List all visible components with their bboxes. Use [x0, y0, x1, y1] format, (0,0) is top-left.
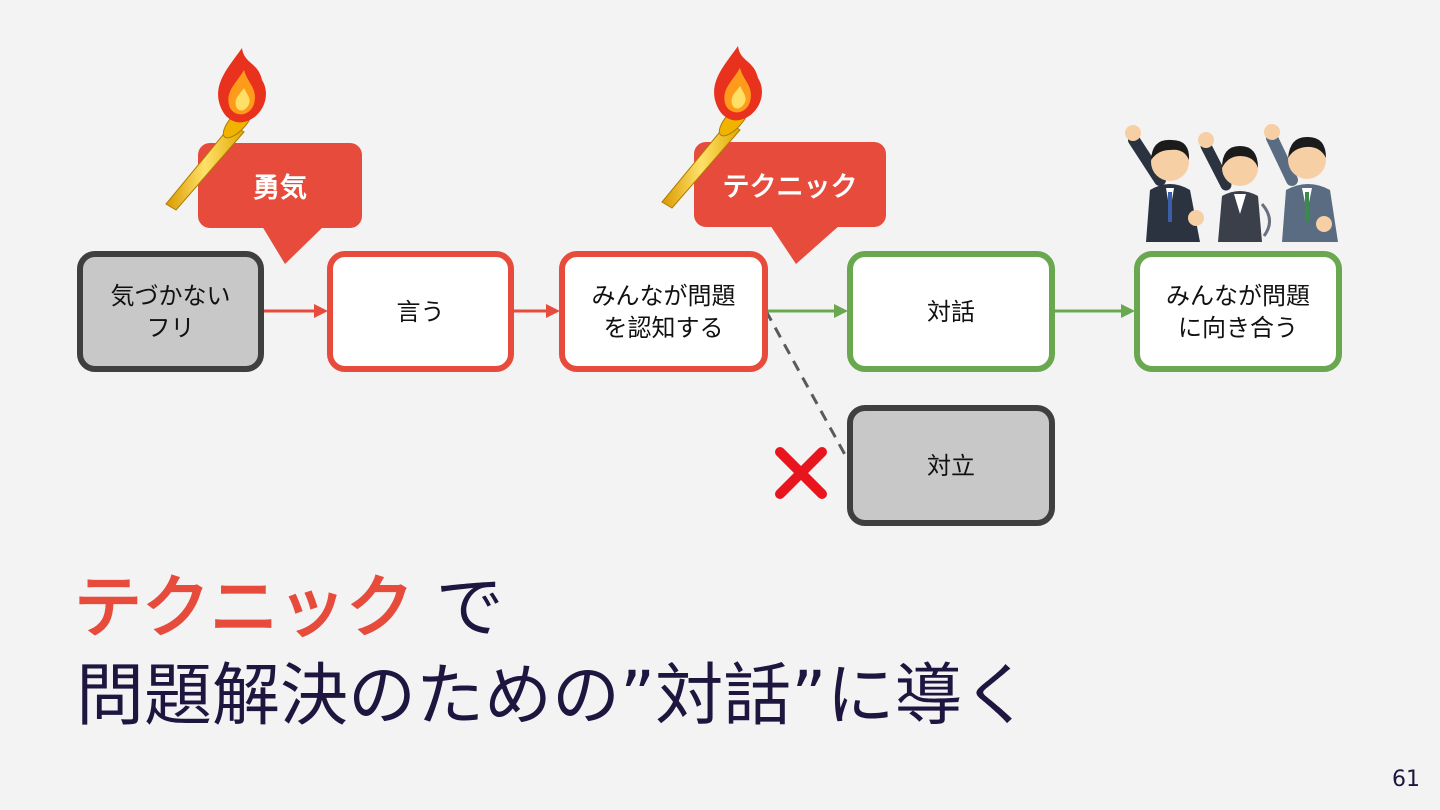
person-icon	[1198, 132, 1271, 242]
person-icon	[1264, 124, 1338, 242]
callout-technique: テクニック	[722, 172, 858, 203]
headline-line-1-rest: で	[414, 569, 504, 648]
arrow-recognize-to-dialogue	[766, 304, 848, 318]
node-recognize-problem: みんなが問題 を認知する	[559, 251, 768, 372]
arrow-pretend-to-say	[262, 304, 328, 318]
callout-courage: 勇気	[253, 173, 307, 204]
person-icon	[1125, 125, 1204, 242]
node-conflict: 対立	[847, 405, 1055, 526]
headline-line-2: 問題解決のための”対話”に導く	[76, 657, 1031, 736]
headline-line-1: テクニック で	[74, 568, 504, 650]
cheering-people-icon	[1125, 124, 1338, 242]
torch-icon	[661, 46, 762, 209]
page-number: 61	[1392, 767, 1420, 792]
torch-icon	[165, 48, 266, 211]
cross-icon	[775, 447, 827, 499]
node-dialogue: 対話	[847, 251, 1055, 372]
arrow-dialogue-to-face	[1053, 304, 1135, 318]
callout-technique-bubble	[694, 142, 886, 264]
dashed-line-to-conflict	[764, 310, 851, 463]
headline-accent: テクニック	[74, 569, 415, 648]
node-say: 言う	[327, 251, 514, 372]
node-face-problem: みんなが問題 に向き合う	[1134, 251, 1342, 372]
node-pretend-not-to-notice: 気づかない フリ	[77, 251, 264, 372]
callout-courage-bubble	[198, 143, 362, 264]
arrow-say-to-recognize	[512, 304, 560, 318]
